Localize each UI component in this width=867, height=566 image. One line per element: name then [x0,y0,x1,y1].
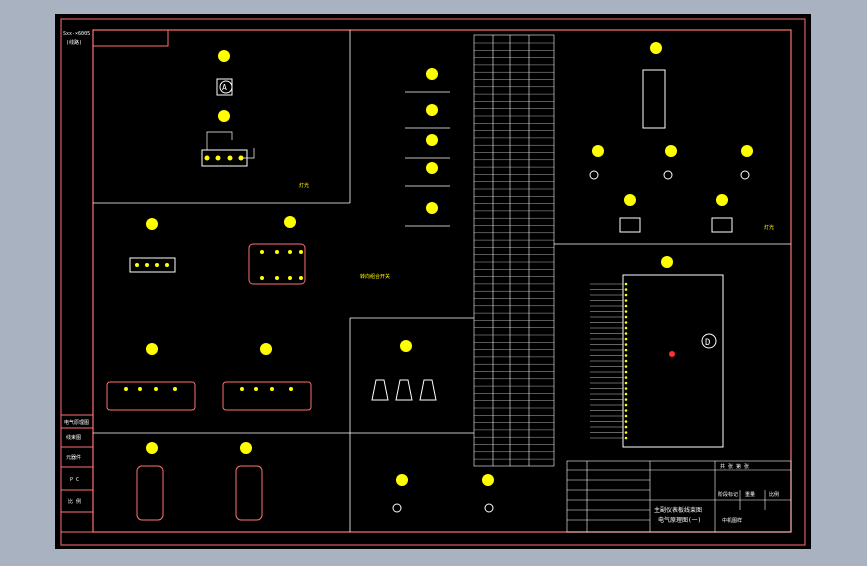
sheet-label: 共 张 第 张 [720,463,749,470]
margin-label-1: 电气原理图 [64,419,89,426]
stage-label: 阶段标记 [718,491,738,498]
top-left-code2: (线路) [66,39,82,46]
drawing-number: 中机图样 [722,517,742,524]
ammeter-symbol [219,80,233,94]
top-left-code: Sxx-×6005 [63,31,90,37]
margin-label-5: 比 例 [68,498,81,505]
title-line-2: 电气原理图(一) [658,516,701,524]
left-margin-block [60,414,94,533]
inner-frame [92,29,792,533]
title-block [566,460,792,533]
section-label-right: 灯光 [764,224,774,231]
drawing-canvas [55,14,811,549]
region-dividers [93,30,791,532]
top-tab-box [92,29,169,47]
section-label-top: 灯光 [299,182,309,189]
ammeter-letter: A [222,83,227,92]
section-label-mid: 转向组合开关 [360,273,390,280]
title-line-1: 主副仪表板线束图 [654,506,702,514]
ammeter-group: A 灯光 [201,50,309,189]
right-top-group: 灯光 [589,42,774,233]
table-rows [474,42,554,460]
margin-label-4: P C [70,477,79,483]
margin-label-3: 元器件 [66,454,81,461]
margin-label-2: 线束图 [66,434,81,441]
outer-frame [60,18,806,546]
lamp-column [405,68,450,227]
switch-group-left: 转向组合开关 [129,216,390,285]
connector-pin-table [473,34,555,467]
weight-label: 重量 [745,491,755,498]
sensors-group [371,340,494,513]
relay-letter: D [705,338,710,348]
connector-boxes-lower-left [106,343,312,521]
scale-label: 比例 [769,491,779,498]
relay-rows [590,282,628,440]
